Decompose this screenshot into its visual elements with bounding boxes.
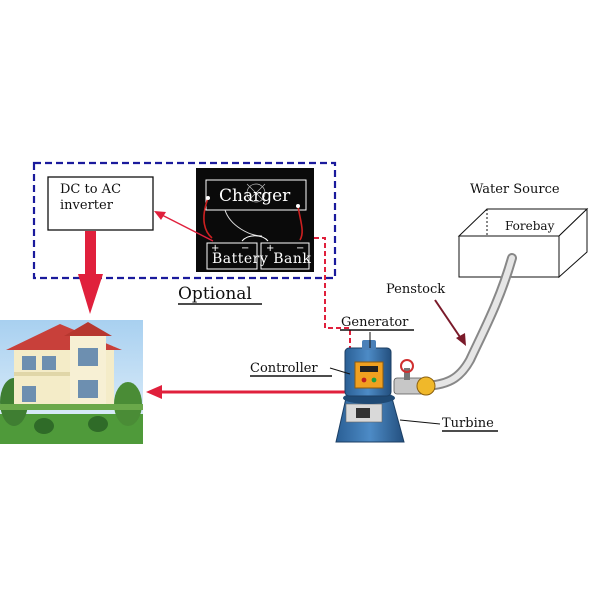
house-illustration bbox=[0, 320, 143, 444]
controller-leader bbox=[329, 367, 351, 375]
optional-label: Optional bbox=[178, 284, 252, 304]
charger-battery-panel: + − + − bbox=[196, 168, 314, 272]
penstock-label: Penstock bbox=[386, 282, 446, 297]
controller-label: Controller bbox=[250, 361, 318, 376]
generator-label: Generator bbox=[341, 315, 409, 330]
inverter-label: DC to AC inverter bbox=[60, 182, 121, 214]
charger-fan-icon bbox=[246, 183, 266, 203]
arrow-inverter-to-house bbox=[78, 231, 103, 314]
inverter-label-line1: DC to AC bbox=[60, 182, 122, 197]
battery-bank: + − + − bbox=[206, 235, 310, 270]
optional-dashed-box bbox=[32, 161, 337, 280]
inverter-box bbox=[47, 176, 154, 231]
turbine-label: Turbine bbox=[442, 416, 494, 431]
forebay-label: Forebay bbox=[505, 219, 555, 233]
svg-text:−: − bbox=[296, 243, 304, 254]
turbine-leader bbox=[399, 419, 441, 425]
inverter-label-line2: inverter bbox=[60, 198, 113, 213]
svg-text:+: + bbox=[266, 243, 274, 254]
battery-bank-label: Battery Bank bbox=[212, 251, 312, 267]
turbine-generator-photo bbox=[335, 340, 436, 443]
water-source-label: Water Source bbox=[470, 182, 560, 197]
arrow-battery-to-inverter bbox=[154, 211, 214, 242]
charger-label: Charger bbox=[219, 186, 291, 206]
penstock-leader bbox=[434, 299, 466, 346]
arrow-controller-to-house bbox=[146, 385, 350, 399]
svg-text:−: − bbox=[241, 243, 249, 254]
svg-text:+: + bbox=[211, 243, 219, 254]
controller-dashed-line bbox=[314, 237, 351, 372]
